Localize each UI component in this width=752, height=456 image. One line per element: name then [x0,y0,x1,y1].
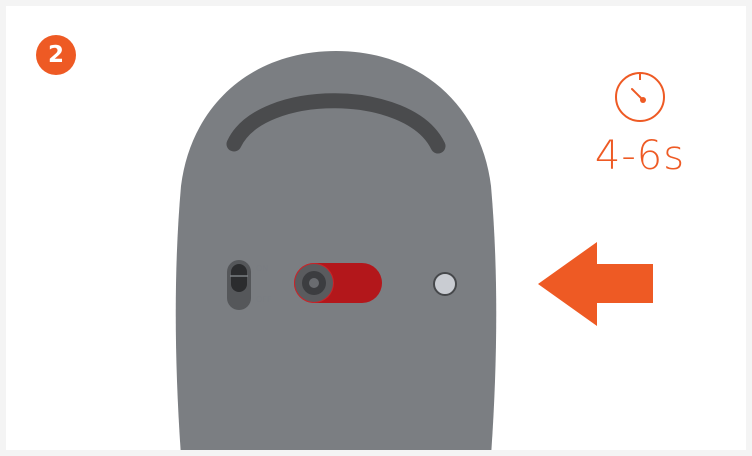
switch-on-label: ON [256,264,268,273]
arrow-left-icon [538,242,653,326]
switch-off-label: OFF [256,295,272,304]
duration-label: 4-6s [590,136,690,176]
instruction-panel: 2 ON OFF [6,6,746,450]
mouse-body [176,51,497,450]
stopwatch-icon [611,68,669,126]
reset-button[interactable] [434,273,456,295]
battery-compartment [294,263,382,303]
timer-block: 4-6s [590,68,690,176]
